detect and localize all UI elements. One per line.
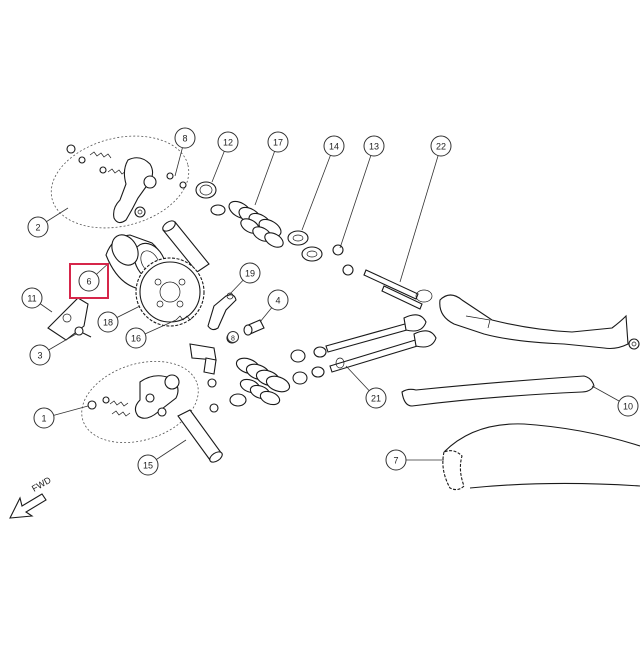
callout-number: 6	[86, 277, 91, 287]
push-rod	[363, 269, 433, 310]
callout-c11: 11	[21, 287, 53, 313]
callout-number: 8	[231, 336, 235, 343]
callout-number: 19	[245, 269, 255, 279]
callout-number: 16	[131, 334, 141, 344]
upper-valve-spring-stack	[195, 181, 284, 248]
upper-rocker-group-outline	[50, 135, 190, 229]
callout-circle	[29, 344, 51, 366]
callout-c13: 13	[339, 135, 385, 249]
lower-valve-spring-stack	[229, 346, 327, 407]
decomp-lever	[207, 292, 237, 331]
callout-circle	[78, 270, 100, 292]
callout-number: 2	[35, 223, 40, 233]
upper-rocker-shaft	[162, 220, 210, 273]
callout-c14: 14	[301, 135, 345, 231]
washer-small-b	[209, 403, 219, 413]
callout-circle	[363, 135, 385, 157]
callout-c18: 18	[97, 305, 141, 333]
callout-c16: 16	[125, 319, 177, 349]
callout-circle	[33, 407, 55, 429]
spring-clip	[175, 315, 195, 321]
callout-number: 12	[223, 138, 233, 148]
callout-circle	[125, 327, 147, 349]
callout-leader-line	[399, 145, 442, 283]
callout-circle	[267, 289, 289, 311]
callout-number: 14	[329, 142, 339, 152]
callout-number: 7	[393, 456, 398, 466]
callout-number: 18	[103, 318, 113, 328]
callout-c2: 2	[27, 207, 69, 238]
callout-circle	[239, 262, 261, 284]
callout-circle	[267, 131, 289, 153]
callout-c21: 21	[345, 365, 387, 409]
spring-seat-14	[287, 230, 323, 262]
callout-circle	[27, 216, 49, 238]
callout-number: 13	[369, 142, 379, 152]
valve-seal-13	[332, 244, 354, 276]
lower-rocker-arm-assembly	[87, 374, 180, 419]
callout-circle	[430, 135, 452, 157]
callout-circle	[617, 395, 639, 417]
callout-circle	[227, 331, 239, 343]
forward-direction-indicator: FWD	[9, 475, 53, 519]
callout-number: 21	[371, 394, 381, 404]
forward-label: FWD	[30, 475, 53, 494]
callout-number: 4	[275, 296, 280, 306]
callout-circle	[385, 449, 407, 471]
callout-number: 11	[27, 294, 36, 304]
tensioner-lever	[439, 294, 640, 350]
dowel-pin	[243, 319, 265, 336]
valve-pair	[325, 314, 437, 373]
timing-chain	[442, 423, 640, 491]
callout-number: 8	[182, 134, 187, 144]
callout-circle	[97, 311, 119, 333]
callout-circle	[323, 135, 345, 157]
bolt-3	[74, 326, 92, 338]
callout-number: 1	[41, 414, 46, 424]
callout-c6: 6	[69, 261, 111, 299]
lower-rocker-group-outline	[81, 360, 199, 444]
chain-guide	[401, 375, 595, 407]
callout-circle	[137, 454, 159, 476]
callout-leader-line	[339, 145, 375, 249]
callout-c8a: 8	[174, 127, 196, 177]
callout-circle	[365, 387, 387, 409]
lower-rocker-shaft	[177, 409, 223, 463]
callout-c7: 7	[385, 449, 444, 471]
cam-sprocket	[135, 257, 205, 327]
upper-rocker-arm-assembly	[66, 144, 187, 224]
callout-c3: 3	[29, 333, 77, 366]
callout-number: 10	[623, 402, 633, 412]
callout-number: 22	[436, 142, 446, 152]
callout-c17: 17	[254, 131, 289, 206]
callout-circle	[174, 127, 196, 149]
callout-c19: 19	[227, 262, 261, 297]
callout-c4: 4	[259, 289, 289, 323]
callout-c10: 10	[591, 385, 639, 417]
callout-c22: 22	[399, 135, 452, 283]
callout-circle	[21, 287, 43, 309]
callout-c15: 15	[137, 439, 187, 476]
washer-small-a	[207, 378, 217, 388]
callout-highlight-box	[69, 263, 109, 299]
callout-c8b: 8	[227, 331, 239, 343]
callout-leader-line	[301, 145, 335, 231]
callout-c1: 1	[33, 405, 89, 429]
callout-c12: 12	[211, 131, 239, 183]
callout-number: 15	[143, 461, 153, 471]
callout-number: 3	[37, 351, 42, 361]
callout-circle	[217, 131, 239, 153]
arrow-down-left-icon	[9, 493, 47, 519]
lower-tappet	[189, 343, 217, 375]
callout-number: 17	[273, 138, 283, 148]
callout-leader-line	[254, 141, 279, 206]
